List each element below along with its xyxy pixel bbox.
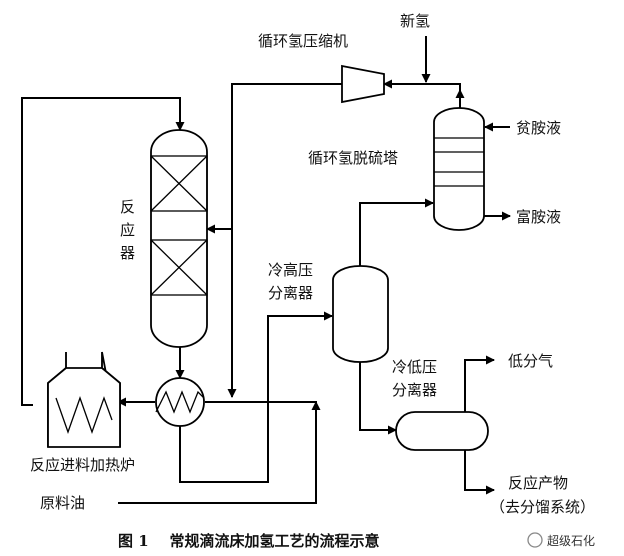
hp-separator-label-1: 冷高压 bbox=[268, 261, 313, 279]
hp-separator-label-2: 分离器 bbox=[268, 284, 313, 302]
compressor-discharge-line bbox=[227, 83, 342, 398]
lp-separator-label-1: 冷低压 bbox=[392, 358, 437, 376]
hp-to-lp-separator-line bbox=[359, 362, 397, 435]
product-label-1: 反应产物 bbox=[508, 474, 568, 492]
mixed-feed-line bbox=[205, 401, 317, 406]
heat-exchanger bbox=[155, 377, 205, 427]
makeup-hydrogen-label: 新氢 bbox=[400, 12, 430, 30]
hp-cold-separator bbox=[332, 265, 389, 363]
lean-amine-label: 贫胺液 bbox=[516, 119, 561, 137]
figure-caption: 图 1 常规滴流床加氢工艺的流程示意 bbox=[118, 532, 380, 550]
rich-amine-label: 富胺液 bbox=[516, 208, 561, 226]
watermark-text: 超级石化 bbox=[547, 533, 595, 548]
low-gas-label: 低分气 bbox=[508, 352, 553, 370]
desulfurizer-label: 循环氢脱硫塔 bbox=[308, 149, 398, 167]
reactor-label-2: 应 bbox=[120, 221, 135, 239]
hp-separator-gas-line bbox=[359, 198, 434, 268]
compressor-suction-line bbox=[383, 79, 461, 108]
recycle-hydrogen-desulfurizer bbox=[433, 107, 485, 231]
product-label-2: （去分馏系统） bbox=[490, 498, 595, 516]
recycle-hydrogen-compressor bbox=[341, 64, 385, 104]
reaction-product-line bbox=[464, 450, 495, 495]
compressor-label: 循环氢压缩机 bbox=[258, 32, 348, 50]
lp-separator-label-2: 分离器 bbox=[392, 381, 437, 399]
feed-furnace bbox=[47, 351, 121, 448]
reactor-label-1: 反 bbox=[120, 198, 135, 216]
wechat-icon bbox=[527, 532, 543, 548]
feed-oil-label: 原料油 bbox=[40, 494, 85, 512]
furnace-to-reactor-line bbox=[21, 97, 185, 406]
lp-cold-separator bbox=[395, 411, 489, 451]
reactor-label-3: 器 bbox=[120, 244, 135, 262]
exchanger-to-hp-separator-line bbox=[179, 311, 333, 483]
lp-separator-gas-line bbox=[464, 355, 495, 413]
feed-oil-line bbox=[118, 401, 321, 504]
reactor bbox=[150, 129, 208, 348]
furnace-label: 反应进料加热炉 bbox=[30, 456, 135, 474]
watermark: 超级石化 bbox=[527, 532, 595, 548]
